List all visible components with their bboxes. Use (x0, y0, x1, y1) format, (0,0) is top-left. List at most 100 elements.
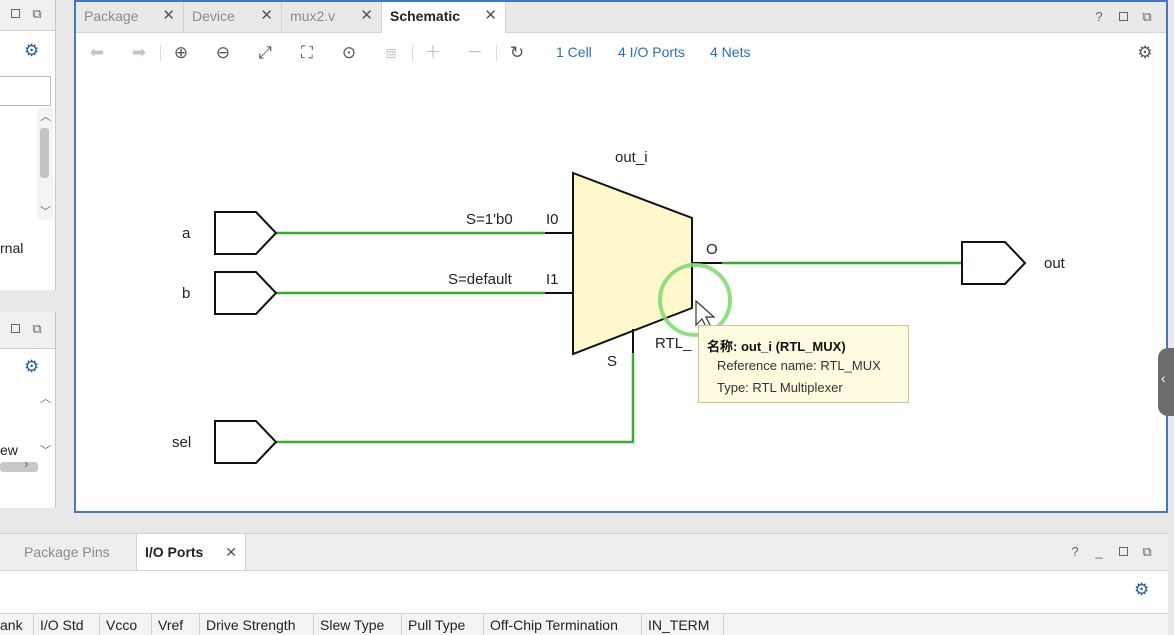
expand-plus-icon[interactable]: ＋ (424, 43, 442, 62)
close-icon[interactable]: ✕ (225, 544, 237, 560)
port-label-b: b (182, 285, 191, 302)
schematic-drawing (214, 171, 1027, 464)
input-port-b[interactable] (214, 271, 278, 315)
mux-type-label: RTL_ (655, 335, 692, 352)
tab-package-pins[interactable]: Package Pins (16, 534, 136, 570)
pin-label-o: O (706, 241, 718, 258)
float-icon[interactable]: ⧉ (32, 6, 42, 21)
float-icon[interactable]: ⧉ (1142, 544, 1152, 559)
selection-highlight (658, 263, 732, 337)
scroll-down-icon[interactable]: ﹀ (40, 445, 51, 457)
io-ports-count-link[interactable]: 4 I/O Ports (618, 44, 685, 60)
maximize-icon[interactable] (1116, 545, 1130, 559)
zoom-in-icon[interactable]: ⊕ (173, 43, 189, 62)
net-condition-i1: S=default (448, 271, 512, 288)
help-icon[interactable]: ? (1071, 544, 1079, 559)
input-port-a[interactable] (214, 211, 278, 255)
left-panel-mid: ⧉ ⚙ ︿ ﹀ ew › (0, 312, 56, 508)
float-icon[interactable]: ⧉ (1142, 9, 1152, 24)
close-icon[interactable]: ✕ (260, 7, 273, 24)
column-header-vref[interactable]: Vref (152, 614, 200, 635)
close-icon[interactable]: ✕ (360, 7, 373, 24)
pin-label-i0: I0 (546, 211, 559, 228)
back-arrow-icon[interactable]: ⬅ (89, 43, 105, 62)
tab-label: mux2.v (290, 8, 336, 24)
port-label-a: a (182, 225, 191, 242)
zoom-out-icon[interactable]: ⊖ (215, 43, 231, 62)
column-header-drive-strength[interactable]: Drive Strength (200, 614, 314, 635)
nets (276, 231, 962, 444)
bottom-panel: Package Pins I/O Ports ✕ ? _ ⧉ ⚙ ank I/O … (0, 533, 1168, 635)
column-header-pull-type[interactable]: Pull Type (402, 614, 484, 635)
regenerate-icon[interactable]: ⧈ (385, 43, 397, 62)
gear-icon[interactable]: ⚙ (1137, 43, 1153, 62)
scroll-right-icon[interactable]: › (24, 456, 29, 471)
scrollbar-horizontal[interactable] (0, 462, 38, 472)
column-header-off-chip-termination[interactable]: Off-Chip Termination (484, 614, 642, 635)
tooltip-type: Type: RTL Multiplexer (717, 380, 843, 395)
column-header-slew-type[interactable]: Slew Type (314, 614, 402, 635)
tab-schematic[interactable]: Schematic ✕ (382, 2, 506, 33)
schematic-canvas[interactable]: a b sel out out_i S=1'b0 S=default I0 I1… (76, 73, 1166, 511)
zoom-area-icon[interactable]: ⛶ (301, 43, 313, 62)
tab-device[interactable]: Device ✕ (184, 2, 282, 32)
side-panel-handle[interactable]: ‹ (1158, 348, 1174, 416)
maximize-icon[interactable] (8, 322, 22, 336)
zoom-fit-icon[interactable]: ⤢ (258, 43, 272, 62)
scroll-thumb[interactable] (40, 128, 49, 178)
scroll-up-icon[interactable]: ︿ (40, 393, 51, 405)
bottom-tab-bar: Package Pins I/O Ports ✕ ? _ ⧉ (0, 534, 1168, 571)
close-icon[interactable]: ✕ (162, 7, 175, 24)
output-port-out[interactable] (961, 241, 1027, 285)
pin-label-s: S (607, 353, 618, 370)
gear-icon[interactable]: ⚙ (24, 357, 40, 376)
close-icon[interactable]: ✕ (484, 7, 497, 24)
toolbar-divider (412, 45, 413, 61)
left-panel-top-header: ⧉ (0, 0, 55, 31)
tab-label: I/O Ports (145, 544, 204, 560)
net-sel[interactable] (276, 353, 635, 444)
scroll-down-icon[interactable]: ﹀ (40, 206, 51, 218)
tab-mux2-v[interactable]: mux2.v ✕ (282, 2, 382, 32)
refresh-icon[interactable]: ↻ (509, 43, 525, 62)
help-icon[interactable]: ? (1095, 9, 1103, 24)
scroll-up-icon[interactable]: ︿ (40, 111, 51, 123)
forward-arrow-icon[interactable]: ➡ (131, 43, 147, 62)
column-header-bank[interactable]: ank (0, 614, 34, 635)
tab-label: Schematic (390, 8, 461, 24)
toolbar-divider (160, 45, 161, 61)
tab-label: Device (192, 8, 235, 24)
collapse-minus-icon[interactable]: － (466, 43, 484, 62)
tree-item-label: rnal (0, 240, 24, 256)
mux-instance-name: out_i (615, 149, 648, 166)
editor-tab-bar: Package✕ Device ✕ mux2.v ✕ Schematic ✕ ? ⧉ (76, 2, 1166, 33)
tab-io-ports[interactable]: I/O Ports ✕ (136, 534, 246, 570)
minimize-icon[interactable]: _ (1095, 544, 1103, 559)
cell-count-link[interactable]: 1 Cell (556, 44, 592, 60)
float-icon[interactable]: ⧉ (32, 321, 42, 336)
column-header-in-term[interactable]: IN_TERM (642, 614, 724, 635)
column-header-io-std[interactable]: I/O Std (34, 614, 100, 635)
nets-count-link[interactable]: 4 Nets (710, 44, 751, 60)
left-panel-top: ⧉ ⚙ ︿ ﹀ rnal (0, 0, 56, 290)
cell-tooltip: 名称: out_i (RTL_MUX) Reference name: RTL_… (698, 325, 909, 403)
search-input[interactable] (0, 76, 51, 106)
maximize-icon[interactable] (1116, 10, 1130, 24)
column-header-vcco[interactable]: Vcco (100, 614, 152, 635)
tooltip-reference-name: Reference name: RTL_MUX (717, 358, 881, 373)
chevron-left-icon: ‹ (1161, 370, 1166, 386)
tab-label: Package Pins (24, 544, 110, 560)
crosshair-icon[interactable]: ⊙ (341, 43, 357, 62)
toolbar-divider (496, 45, 497, 61)
tree-item-label: ew (0, 442, 18, 458)
input-port-sel[interactable] (214, 420, 278, 464)
maximize-icon[interactable] (8, 7, 22, 21)
scrollbar-vertical[interactable]: ︿ ﹀ (37, 108, 53, 220)
tab-package[interactable]: Package✕ (76, 2, 184, 32)
tooltip-title: 名称: out_i (RTL_MUX) (707, 339, 846, 354)
net-condition-i0: S=1'b0 (466, 211, 513, 228)
io-ports-table-header: ank I/O Std Vcco Vref Drive Strength Sle… (0, 613, 1168, 635)
left-panel-mid-header: ⧉ (0, 312, 55, 349)
gear-icon[interactable]: ⚙ (1134, 580, 1150, 599)
gear-icon[interactable]: ⚙ (24, 41, 40, 60)
